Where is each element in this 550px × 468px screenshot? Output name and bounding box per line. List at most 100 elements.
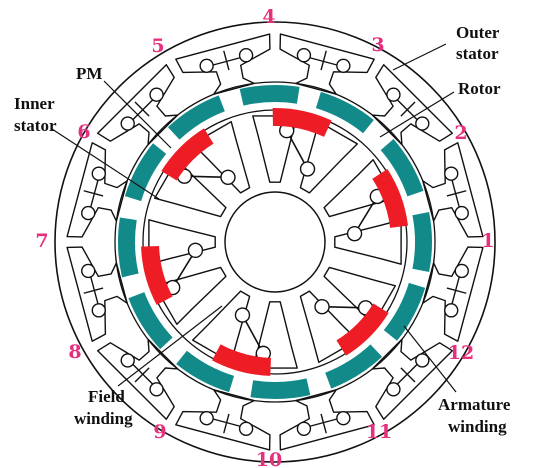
field-conductor bbox=[220, 169, 236, 185]
outer-stator-label-line2: stator bbox=[456, 44, 499, 63]
armature-conductor bbox=[415, 353, 430, 368]
outer-stator-label-line1: Outer bbox=[456, 23, 500, 42]
field-conductor bbox=[187, 242, 204, 259]
armature-coil-stem bbox=[400, 101, 416, 117]
armature-conductor bbox=[120, 116, 135, 131]
armature-coil-stem bbox=[83, 287, 104, 294]
armature-coil-stem bbox=[223, 413, 230, 434]
armature-conductor bbox=[336, 411, 351, 426]
tooth-number: 11 bbox=[366, 421, 392, 443]
field-winding-label-line1: Field bbox=[88, 387, 125, 406]
field-winding-label-line2: winding bbox=[74, 409, 133, 428]
armature-coil-bar bbox=[309, 418, 338, 427]
armature-coil-bar bbox=[90, 179, 99, 208]
armature-coil-bar bbox=[132, 363, 154, 385]
armature-coil-bar bbox=[396, 363, 418, 385]
field-conductor bbox=[299, 161, 316, 177]
armature-conductor bbox=[149, 382, 164, 397]
rotor-label: Rotor bbox=[458, 79, 501, 98]
pm-leader bbox=[103, 80, 172, 149]
armature-conductor bbox=[199, 58, 214, 73]
inner-stator-label-line1: Inner bbox=[14, 94, 55, 113]
outer-stator-label: Outer stator bbox=[456, 23, 500, 63]
armature-coil-bar bbox=[451, 179, 460, 208]
armature-coil-stem bbox=[134, 367, 150, 383]
tooth-number: 1 bbox=[481, 230, 494, 252]
field-conductor bbox=[314, 299, 330, 315]
armature-conductor bbox=[444, 303, 459, 318]
rotor-segment bbox=[167, 95, 225, 140]
rotor-segment bbox=[315, 91, 374, 134]
armature-conductor bbox=[120, 353, 135, 368]
armature-conductor bbox=[415, 116, 430, 131]
armature-conductor bbox=[199, 411, 214, 426]
armature-coil-stem bbox=[400, 367, 416, 383]
pm-magnet bbox=[212, 344, 271, 376]
pm-magnet bbox=[336, 303, 389, 356]
armature-coil-stem bbox=[134, 101, 150, 117]
inner-stator-leader bbox=[51, 128, 160, 200]
pm-label: PM bbox=[76, 64, 102, 83]
armature-conductor bbox=[81, 205, 96, 221]
armature-conductor bbox=[386, 87, 401, 102]
tooth-number: 10 bbox=[256, 449, 282, 468]
armature-coil-stem bbox=[223, 50, 230, 71]
shaft-circle bbox=[224, 191, 326, 293]
armature-coil-stem bbox=[320, 50, 327, 71]
rotor-segment bbox=[383, 282, 426, 341]
armature-winding-label: Armature winding bbox=[438, 395, 511, 436]
inner-stator-label-line2: stator bbox=[14, 116, 57, 135]
pm-magnet bbox=[372, 169, 409, 228]
pm-ring bbox=[141, 108, 409, 376]
armature-conductor bbox=[91, 166, 106, 181]
field-conductor bbox=[346, 225, 363, 242]
armature-coil-bar bbox=[90, 276, 99, 305]
field-conductor bbox=[234, 307, 251, 323]
armature-conductor bbox=[81, 263, 96, 279]
armature-conductor bbox=[444, 166, 459, 181]
tooth-number: 6 bbox=[77, 121, 90, 143]
armature-coil-stem bbox=[83, 190, 104, 197]
tooth-number: 4 bbox=[262, 6, 275, 28]
armature-conductor bbox=[386, 382, 401, 397]
armature-conductor bbox=[296, 421, 312, 436]
tooth-number: 7 bbox=[35, 230, 48, 252]
tooth-number: 3 bbox=[371, 34, 384, 56]
armature-coil-bar bbox=[309, 57, 338, 66]
armature-coil-stem bbox=[446, 190, 467, 197]
rotor-segment bbox=[325, 344, 383, 389]
armature-coil-bar bbox=[212, 57, 241, 66]
armature-winding-label-line2: winding bbox=[448, 417, 507, 436]
pm-magnet bbox=[272, 108, 332, 137]
tooth-number: 2 bbox=[454, 122, 467, 144]
pm-magnet bbox=[141, 246, 173, 305]
armature-conductor bbox=[454, 205, 469, 221]
field-winding-leader bbox=[117, 305, 223, 387]
field-winding-label: Field winding bbox=[74, 387, 133, 428]
inner-stator-label: Inner stator bbox=[14, 94, 57, 135]
machine-structure bbox=[54, 21, 496, 463]
rotor-leader bbox=[379, 91, 455, 138]
rotor-segment bbox=[118, 217, 139, 278]
pm-magnet bbox=[161, 128, 214, 181]
outer-stator-leader bbox=[392, 43, 447, 71]
armature-conductor bbox=[238, 48, 254, 63]
armature-coil-bar bbox=[212, 418, 241, 427]
tooth-number: 8 bbox=[68, 341, 81, 363]
rotor-segment bbox=[128, 292, 173, 350]
tooth-number: 12 bbox=[448, 342, 474, 364]
outer-airgap-circle bbox=[114, 81, 436, 403]
armature-conductor bbox=[336, 58, 351, 73]
rotor-segment bbox=[176, 350, 235, 393]
armature-coil-bar bbox=[132, 99, 154, 121]
armature-coil-stem bbox=[446, 287, 467, 294]
rotor-segment bbox=[124, 143, 167, 202]
tooth-number: 5 bbox=[151, 35, 164, 57]
armature-winding-label-line1: Armature bbox=[438, 395, 511, 414]
tooth-number: 9 bbox=[153, 421, 166, 443]
armature-coil-bar bbox=[451, 276, 460, 305]
rotor-ring bbox=[118, 85, 432, 399]
armature-conductor bbox=[454, 263, 469, 279]
